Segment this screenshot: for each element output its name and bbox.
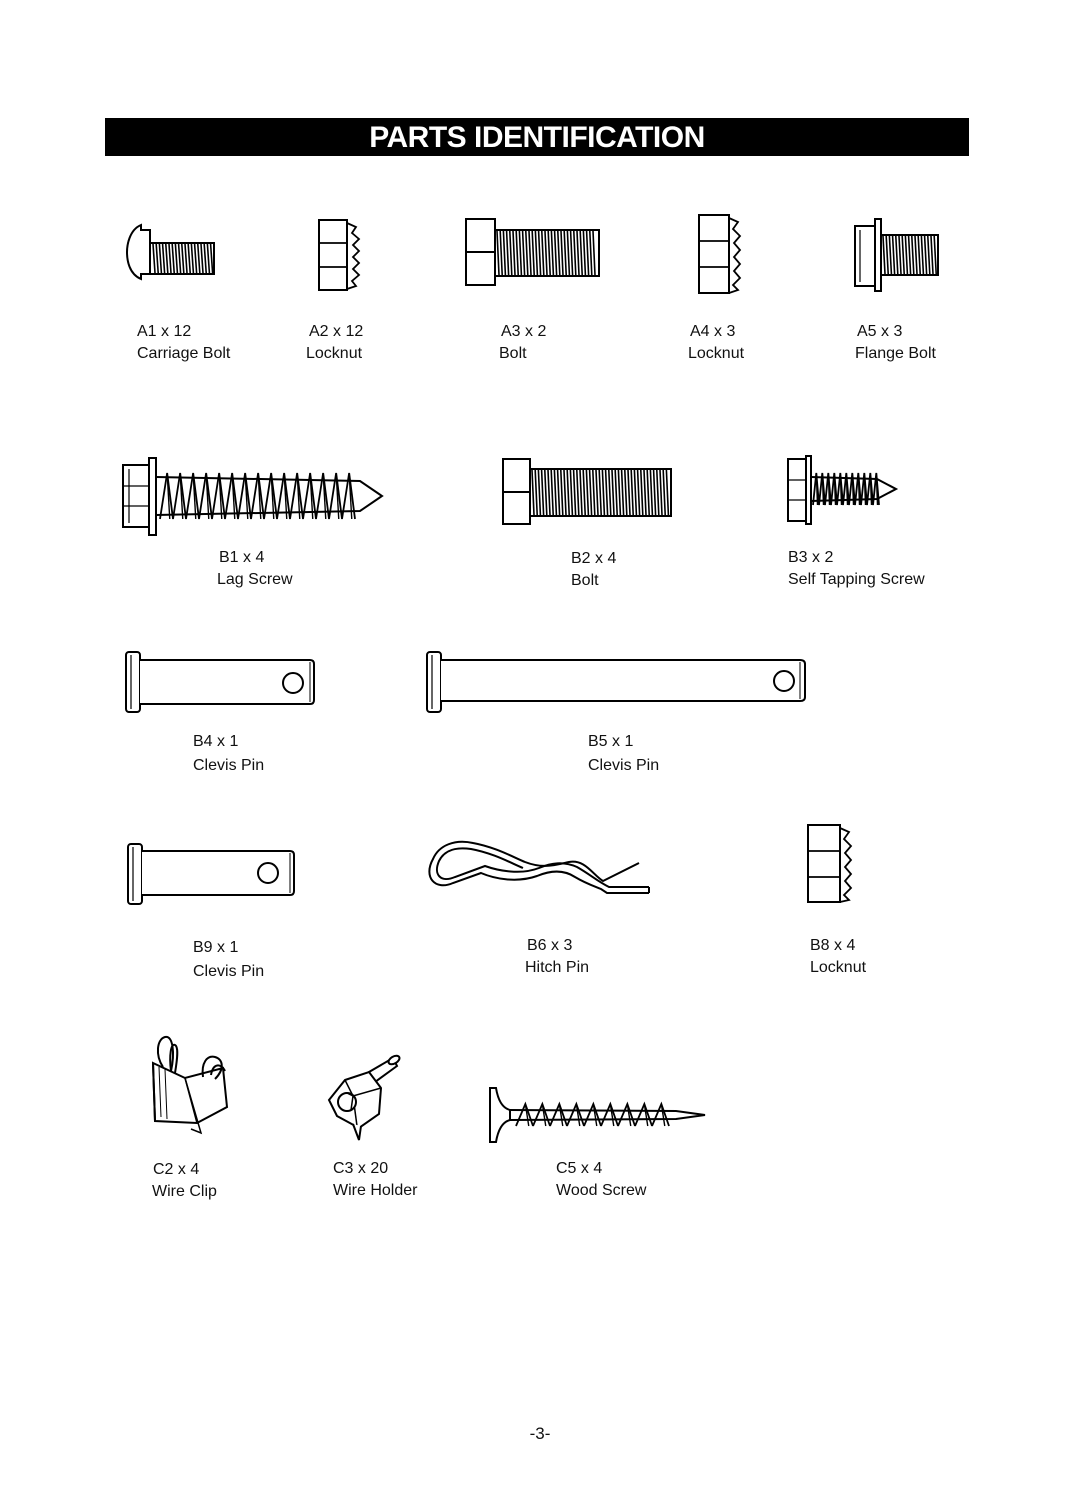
bolt-icon (465, 218, 600, 286)
clevis-pin-icon (426, 651, 806, 713)
flange-bolt-icon (854, 218, 939, 292)
bolt-icon (502, 458, 672, 525)
page-number: -3- (529, 1424, 551, 1443)
self-tapping-screw-icon (787, 455, 899, 525)
locknut-icon (807, 824, 853, 903)
carriage-bolt-icon (125, 223, 215, 281)
locknut-icon (698, 214, 742, 294)
clevis-pin-icon (125, 651, 315, 713)
lag-screw-icon (122, 457, 384, 536)
clevis-pin-icon (127, 843, 295, 905)
wire-holder-icon (327, 1054, 401, 1141)
wire-clip-icon (151, 1035, 229, 1135)
locknut-icon (318, 219, 361, 291)
page-title: PARTS IDENTIFICATION (105, 118, 969, 156)
hitch-pin-icon (428, 840, 650, 894)
wood-screw-icon (489, 1087, 706, 1143)
